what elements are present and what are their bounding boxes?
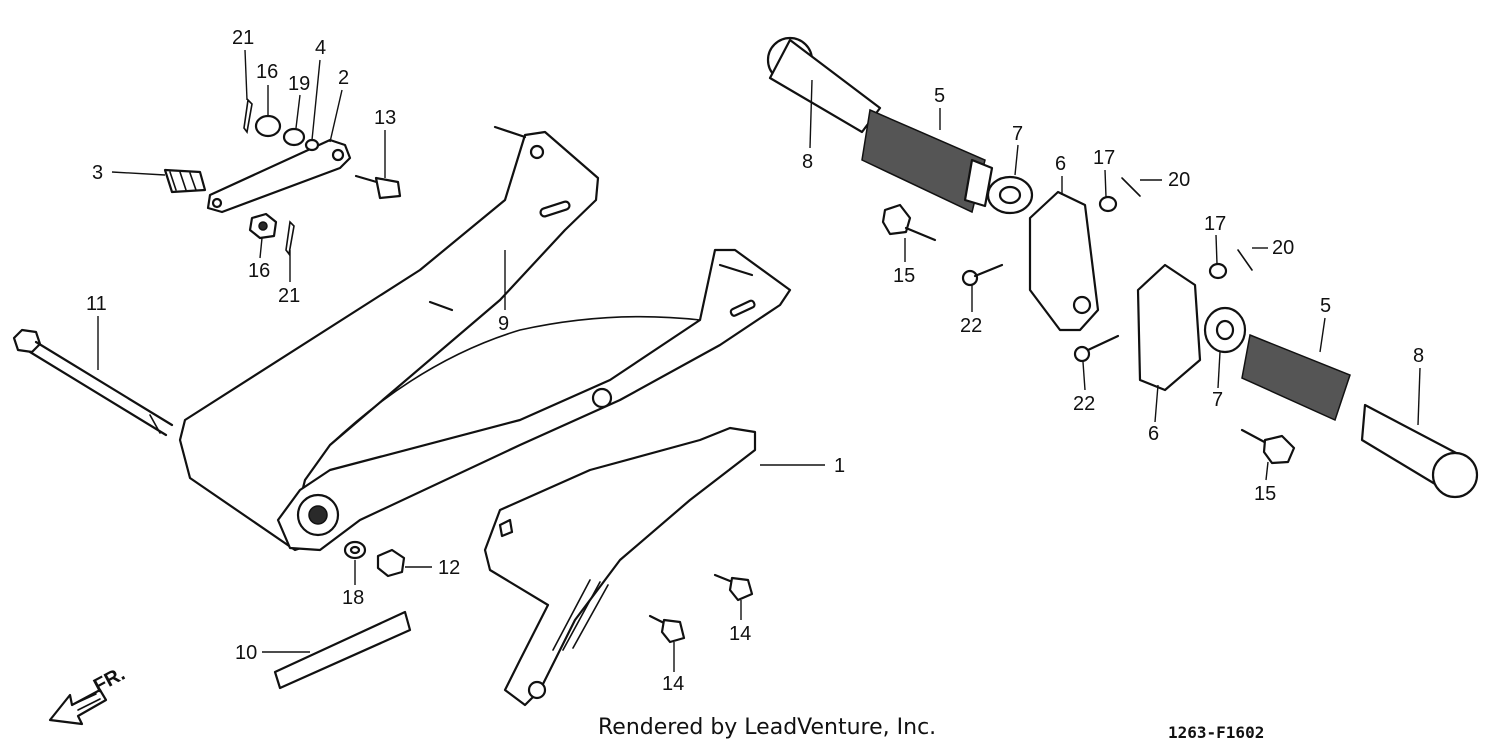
- callout-21-lower: 21: [278, 285, 300, 307]
- washer-7-lower: [1203, 306, 1247, 354]
- callout-17-upper: 17: [1093, 147, 1115, 169]
- callout-22-lower: 22: [1073, 393, 1095, 415]
- nut-bottom: [248, 212, 278, 240]
- footpeg-5-upper: [861, 108, 994, 214]
- castle-nut: [376, 548, 406, 578]
- pin-22-upper: [961, 263, 1004, 287]
- bolt-14-a: [713, 573, 754, 602]
- washer-18: [343, 540, 367, 560]
- callout-20-upper: 20: [1168, 169, 1190, 191]
- swingarm: [178, 125, 792, 552]
- callout-8-upper: 8: [802, 151, 813, 173]
- callout-11: 11: [86, 293, 107, 315]
- cotter-pin-top: [243, 98, 253, 134]
- callout-6-upper: 6: [1055, 153, 1066, 175]
- footpeg-5-lower: [1241, 333, 1351, 422]
- credit-text: Rendered by LeadVenture, Inc.: [598, 715, 936, 740]
- footpeg-rubber-left: [766, 36, 882, 134]
- callout-3: 3: [92, 162, 103, 184]
- leader-lines: [97, 49, 1421, 672]
- callout-20-lower: 20: [1272, 237, 1294, 259]
- callout-21: 21: [232, 27, 254, 49]
- callout-14-right: 14: [729, 623, 751, 645]
- callout-labels: 21 16 19 4 2 13 3 16 21 9 11 1 12 18 10 …: [86, 27, 1424, 695]
- cotter-pin-bottom: [285, 220, 295, 256]
- bolt-15-lower: [1240, 428, 1296, 465]
- bracket-6-lower: [1136, 263, 1202, 392]
- callout-12: 12: [438, 557, 460, 579]
- diagram-code: 1263-F1602: [1168, 723, 1264, 742]
- callout-14-left: 14: [662, 673, 684, 695]
- small-washer: [304, 138, 320, 152]
- front-direction-arrow: FR.: [48, 663, 129, 726]
- callout-15-lower: 15: [1254, 483, 1276, 505]
- callout-5-lower: 5: [1320, 295, 1331, 317]
- callout-9: 9: [498, 313, 509, 335]
- nut-top: [254, 114, 282, 138]
- pin-22-lower: [1073, 334, 1120, 363]
- pivot-bolt: [12, 328, 174, 437]
- callout-19: 19: [288, 73, 310, 95]
- callout-16: 16: [256, 61, 278, 83]
- washer-17-upper: [1098, 195, 1118, 213]
- callout-5-upper: 5: [934, 85, 945, 107]
- bolt-13: [354, 174, 402, 200]
- bolt-15-upper: [881, 203, 937, 242]
- callout-17-lower: 17: [1204, 213, 1226, 235]
- cotter-20-upper: [1121, 177, 1141, 197]
- washer-top: [282, 127, 306, 147]
- washer-17-lower: [1208, 262, 1228, 280]
- callout-4: 4: [315, 37, 326, 59]
- callout-6-lower: 6: [1148, 423, 1159, 445]
- callout-16-lower: 16: [248, 260, 270, 282]
- footpeg-rubber-right: [1360, 403, 1479, 499]
- bolt-14-b: [648, 614, 686, 644]
- cotter-20-lower: [1237, 249, 1253, 271]
- callout-22-upper: 22: [960, 315, 982, 337]
- callout-8-lower: 8: [1413, 345, 1424, 367]
- callout-7-upper: 7: [1012, 123, 1023, 145]
- callout-1: 1: [834, 455, 845, 477]
- callout-18: 18: [342, 587, 364, 609]
- chain-guard: [483, 426, 757, 707]
- bracket-6-upper: [1028, 190, 1100, 332]
- callout-7-lower: 7: [1212, 389, 1223, 411]
- decal: [273, 610, 412, 690]
- callout-10: 10: [235, 642, 257, 664]
- callout-13: 13: [374, 107, 396, 129]
- spring: [163, 168, 207, 194]
- washer-7-upper: [986, 175, 1034, 215]
- brake-arm: [206, 138, 352, 214]
- callout-2: 2: [338, 67, 349, 89]
- callout-15-upper: 15: [893, 265, 915, 287]
